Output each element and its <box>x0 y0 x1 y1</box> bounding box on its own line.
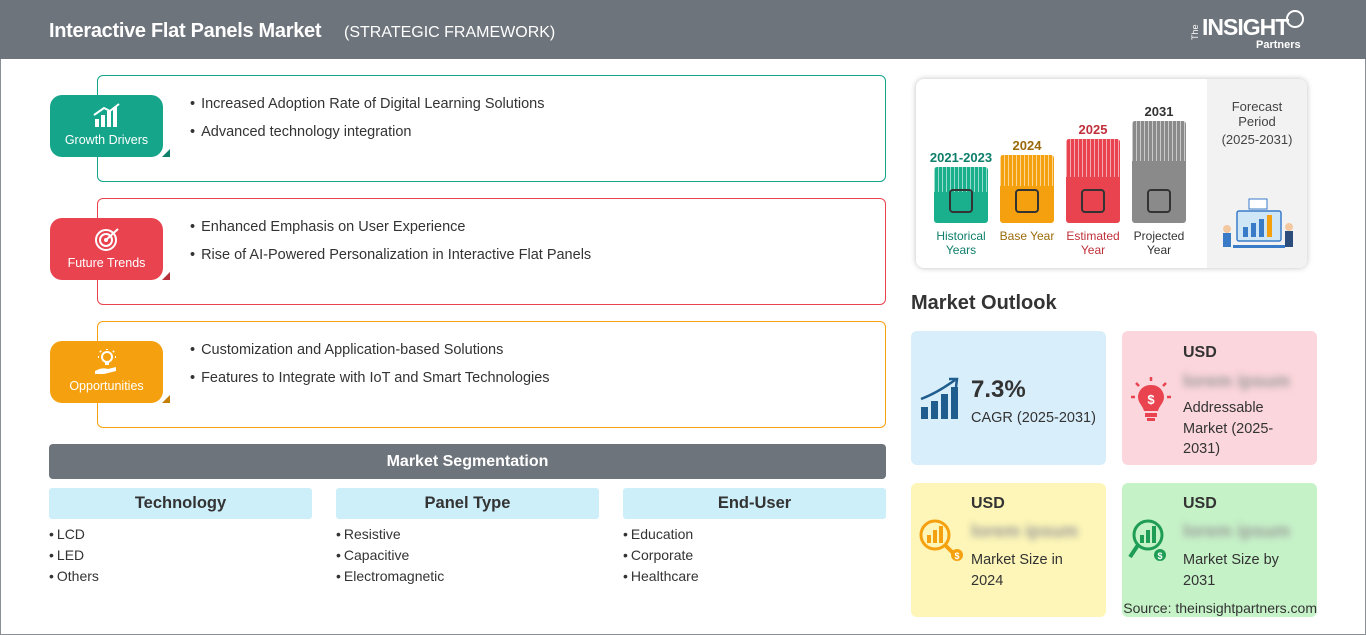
forecast-range: (2025-2031) <box>1221 132 1293 147</box>
list-item: Enhanced Emphasis on User Experience <box>190 219 591 235</box>
list-item: Corporate <box>623 547 886 563</box>
lightbulb-dollar-icon: $ <box>1131 377 1171 421</box>
opportunities-card: Customization and Application-based Solu… <box>97 321 886 428</box>
size2031-usd: USD <box>1183 495 1217 512</box>
timeline-bar <box>1066 139 1120 223</box>
list-item: Customization and Application-based Solu… <box>190 342 550 358</box>
segment-list: Resistive Capacitive Electromagnetic <box>336 526 599 584</box>
magnifier-chart-icon: $ <box>919 519 963 561</box>
timeline-bar <box>934 167 988 223</box>
size2024-value: lorem ipsum <box>971 521 1079 541</box>
segment-header: End-User <box>623 488 886 519</box>
market-outlook-title: Market Outlook <box>911 292 1057 314</box>
list-item: Others <box>49 568 312 584</box>
cagr-value: 7.3% <box>971 376 1026 403</box>
size2024-usd: USD <box>971 495 1005 512</box>
size2024-label: Market Size in 2024 <box>971 552 1063 589</box>
list-item: Capacitive <box>336 547 599 563</box>
list-item: Resistive <box>336 526 599 542</box>
badge-label: Opportunities <box>69 379 144 393</box>
timeline-year: 2024 <box>1012 138 1042 153</box>
timeline-period-icon <box>1015 189 1039 213</box>
page-title: Interactive Flat Panels Market <box>49 20 322 42</box>
forecast-label: Forecast Period <box>1231 99 1283 129</box>
logo-ring-icon <box>1286 10 1304 28</box>
addressable-value: lorem ipsum <box>1183 371 1291 391</box>
future-trends-badge: Future Trends <box>50 218 170 280</box>
magnifier-chart-icon: $ <box>1128 519 1166 561</box>
market-size-2024-box: $ USD lorem ipsum Market Size in 2024 <box>911 483 1106 617</box>
timeline-bar <box>1000 155 1054 223</box>
segment-list: Education Corporate Healthcare <box>623 526 886 584</box>
forecast-period-panel: Forecast Period (2025-2031) <box>1207 79 1307 268</box>
insight-partners-logo: The INSIGHT Partners <box>1190 8 1310 54</box>
market-segmentation-header: Market Segmentation <box>49 444 886 479</box>
opportunities-list: Customization and Application-based Solu… <box>190 342 550 398</box>
logo-the: The <box>1190 24 1200 40</box>
timeline-label: Base Year <box>999 229 1055 243</box>
growth-drivers-badge: Growth Drivers <box>50 95 170 157</box>
list-item: Electromagnetic <box>336 568 599 584</box>
future-trends-list: Enhanced Emphasis on User Experience Ris… <box>190 219 591 275</box>
timeline-bar-stripes <box>1066 139 1120 177</box>
svg-text:$: $ <box>1157 551 1162 561</box>
opportunities-badge: Opportunities <box>50 341 170 403</box>
bar-chart-growth-icon <box>93 103 120 127</box>
logo-insight: INSIGHT <box>1202 14 1289 40</box>
list-item: Education <box>623 526 886 542</box>
list-item: Features to Integrate with IoT and Smart… <box>190 370 549 386</box>
timeline-bar <box>1132 121 1186 223</box>
timeline-label: Historical Years <box>936 229 986 257</box>
page-subtitle: (STRATEGIC FRAMEWORK) <box>344 24 556 41</box>
segment-technology: Technology LCD LED Others <box>49 488 312 589</box>
segment-header: Technology <box>49 488 312 519</box>
segment-list: LCD LED Others <box>49 526 312 584</box>
header-bar: Interactive Flat Panels Market (STRATEGI… <box>0 0 1366 59</box>
cagr-label: CAGR (2025-2031) <box>971 410 1096 426</box>
timeline-bar-stripes <box>1000 155 1054 186</box>
timeline-bar-stripes <box>934 167 988 193</box>
addressable-market-box: $ USD lorem ipsum Addressable Market (20… <box>1122 331 1317 465</box>
segment-end-user: End-User Education Corporate Healthcare <box>623 488 886 589</box>
list-item: Healthcare <box>623 568 886 584</box>
timeline-period-icon <box>1081 189 1105 213</box>
source-note: Source: theinsightpartners.com <box>1123 600 1317 616</box>
lightbulb-hand-icon <box>95 349 116 374</box>
target-icon <box>95 228 119 251</box>
badge-label: Future Trends <box>67 256 146 270</box>
segment-panel-type: Panel Type Resistive Capacitive Electrom… <box>336 488 599 589</box>
addressable-label: Addressable Market (2025-2031) <box>1183 400 1274 457</box>
logo-partners: Partners <box>1256 39 1301 51</box>
growth-drivers-list: Increased Adoption Rate of Digital Learn… <box>190 96 544 152</box>
growth-chart-icon <box>920 377 959 419</box>
list-item: LCD <box>49 526 312 542</box>
analytics-people-icon <box>1223 198 1293 248</box>
market-size-2031-box: $ USD lorem ipsum Market Size by 2031 <box>1122 483 1317 617</box>
segment-header: Panel Type <box>336 488 599 519</box>
size2031-value: lorem ipsum <box>1183 521 1291 541</box>
size2031-label: Market Size by 2031 <box>1183 552 1279 589</box>
list-item: Increased Adoption Rate of Digital Learn… <box>190 96 544 112</box>
timeline-label: Projected Year <box>1133 229 1185 257</box>
timeline-label: Estimated Year <box>1066 229 1120 257</box>
list-item: Advanced technology integration <box>190 124 544 140</box>
svg-text:$: $ <box>1147 392 1155 407</box>
timeline-year: 2021-2023 <box>929 150 993 165</box>
timeline-year: 2031 <box>1144 104 1174 119</box>
list-item: LED <box>49 547 312 563</box>
cagr-box: 7.3% CAGR (2025-2031) <box>911 331 1106 465</box>
list-item: Rise of AI-Powered Personalization in In… <box>190 247 591 263</box>
timeline-bar-stripes <box>1132 121 1186 161</box>
future-trends-card: Enhanced Emphasis on User Experience Ris… <box>97 198 886 305</box>
badge-label: Growth Drivers <box>64 133 149 147</box>
addressable-usd: USD <box>1183 344 1217 361</box>
svg-text:$: $ <box>954 551 959 561</box>
timeline-year: 2025 <box>1078 122 1108 137</box>
growth-drivers-card: Increased Adoption Rate of Digital Learn… <box>97 75 886 182</box>
timeline-period-icon <box>1147 189 1171 213</box>
timeline-period-icon <box>949 189 973 213</box>
